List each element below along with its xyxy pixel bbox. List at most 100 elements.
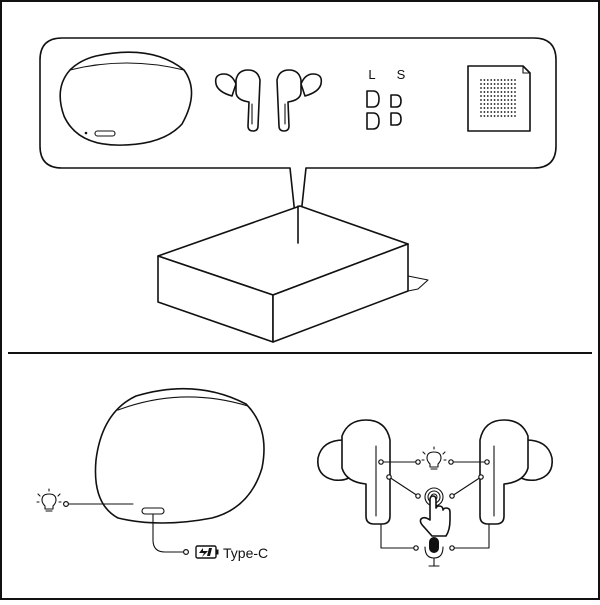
manual-text-dot xyxy=(480,107,482,109)
manual-text-dot xyxy=(480,111,482,113)
manual-text-dot xyxy=(503,91,506,93)
manual-text-dot xyxy=(497,91,499,93)
manual-text-dot xyxy=(493,95,496,97)
manual-text-dot xyxy=(483,95,486,97)
microphone-icon xyxy=(424,537,444,567)
manual-text-dot xyxy=(500,79,503,81)
manual-text-dot xyxy=(503,111,506,113)
manual-text-dot xyxy=(486,83,489,85)
manual-text-dot xyxy=(497,79,499,81)
manual-text-dot xyxy=(497,103,499,105)
manual-text-dot xyxy=(480,103,482,105)
manual-text-dot xyxy=(514,79,516,81)
manual-text-dot xyxy=(497,111,499,113)
manual-text-dot xyxy=(493,115,496,117)
manual-text-dot xyxy=(510,103,513,105)
manual-text-dot xyxy=(507,83,510,85)
manual-text-dot xyxy=(490,91,493,93)
manual-text-dot xyxy=(483,87,486,89)
type-c-label: Type-C xyxy=(223,545,268,561)
manual-text-dot xyxy=(483,115,486,117)
manual-text-dot xyxy=(503,107,506,109)
manual-text-dot xyxy=(486,111,489,113)
manual-text-dot xyxy=(480,95,482,97)
manual-text-dot xyxy=(507,87,510,89)
manual-text-dot xyxy=(493,103,496,105)
manual-text-dot xyxy=(480,79,482,81)
manual-text-dot xyxy=(490,79,493,81)
light-bulb-icon xyxy=(421,446,447,470)
right-earbud-diagram xyxy=(479,419,553,525)
manual-text-dot xyxy=(493,91,496,93)
manual-text-dot xyxy=(480,115,482,117)
manual-text-dot xyxy=(514,95,516,97)
manual-text-dot xyxy=(483,83,486,85)
manual-text-dot xyxy=(507,95,510,97)
size-label-s: S xyxy=(397,67,406,82)
manual-text-dot xyxy=(490,111,493,113)
manual-text-dot xyxy=(514,91,516,93)
manual-text-dot xyxy=(480,87,482,89)
manual-text-dot xyxy=(500,107,503,109)
manual-text-dot xyxy=(503,79,506,81)
manual-text-dot xyxy=(493,99,496,101)
earbuds-icon xyxy=(214,69,323,132)
manual-text-dot xyxy=(507,79,510,81)
manual-text-dot xyxy=(510,111,513,113)
manual-text-dot xyxy=(500,91,503,93)
charging-case-icon xyxy=(59,51,193,146)
manual-text-dot xyxy=(514,103,516,105)
manual-text-dot xyxy=(497,95,499,97)
manual-text-dot xyxy=(486,103,489,105)
manual-text-dot xyxy=(510,99,513,101)
manual-text-dot xyxy=(483,103,486,105)
manual-text-dot xyxy=(500,83,503,85)
manual-text-dot xyxy=(507,103,510,105)
manual-text-dot xyxy=(500,95,503,97)
left-earbud-diagram xyxy=(317,419,391,525)
manual-text-dot xyxy=(486,115,489,117)
case-diagram xyxy=(62,387,265,555)
manual-text-dot xyxy=(507,91,510,93)
manual-text-dot xyxy=(493,111,496,113)
manual-text-dot xyxy=(510,79,513,81)
size-label-l: L xyxy=(368,67,375,82)
manual-text-dot xyxy=(490,95,493,97)
manual-text-dot xyxy=(493,107,496,109)
manual-text-dot xyxy=(497,87,499,89)
manual-text-dot xyxy=(490,115,493,117)
manual-text-dot xyxy=(490,107,493,109)
manual-text-dot xyxy=(483,107,486,109)
manual-text-dot xyxy=(514,99,516,101)
manual-text-dot xyxy=(486,95,489,97)
manual-text-dot xyxy=(497,115,499,117)
manual-text-dot xyxy=(500,111,503,113)
manual-text-dot xyxy=(507,107,510,109)
manual-text-dot xyxy=(486,79,489,81)
manual-text-dot xyxy=(514,87,516,89)
manual-text-dot xyxy=(486,91,489,93)
manual-text-dot xyxy=(480,91,482,93)
manual-text-dot xyxy=(493,83,496,85)
manual-text-dot xyxy=(514,115,516,117)
manual-text-dot xyxy=(510,87,513,89)
manual-text-dot xyxy=(503,103,506,105)
manual-text-dot xyxy=(503,87,506,89)
manual-text-dot xyxy=(483,91,486,93)
manual-text-dot xyxy=(500,103,503,105)
manual-text-dot xyxy=(483,111,486,113)
manual-text-dot xyxy=(514,111,516,113)
manual-text-dot xyxy=(500,99,503,101)
light-bulb-icon xyxy=(36,488,62,512)
manual-text-dot xyxy=(490,87,493,89)
manual-text-dot xyxy=(510,95,513,97)
manual-text-dot xyxy=(493,79,496,81)
manual-text-dot xyxy=(500,115,503,117)
manual-text-dot xyxy=(514,83,516,85)
manual-text-dot xyxy=(503,115,506,117)
earbud-callout-lines xyxy=(380,461,490,549)
manual-text-dot xyxy=(510,107,513,109)
manual-text-dot xyxy=(486,107,489,109)
manual-text-dot xyxy=(514,107,516,109)
